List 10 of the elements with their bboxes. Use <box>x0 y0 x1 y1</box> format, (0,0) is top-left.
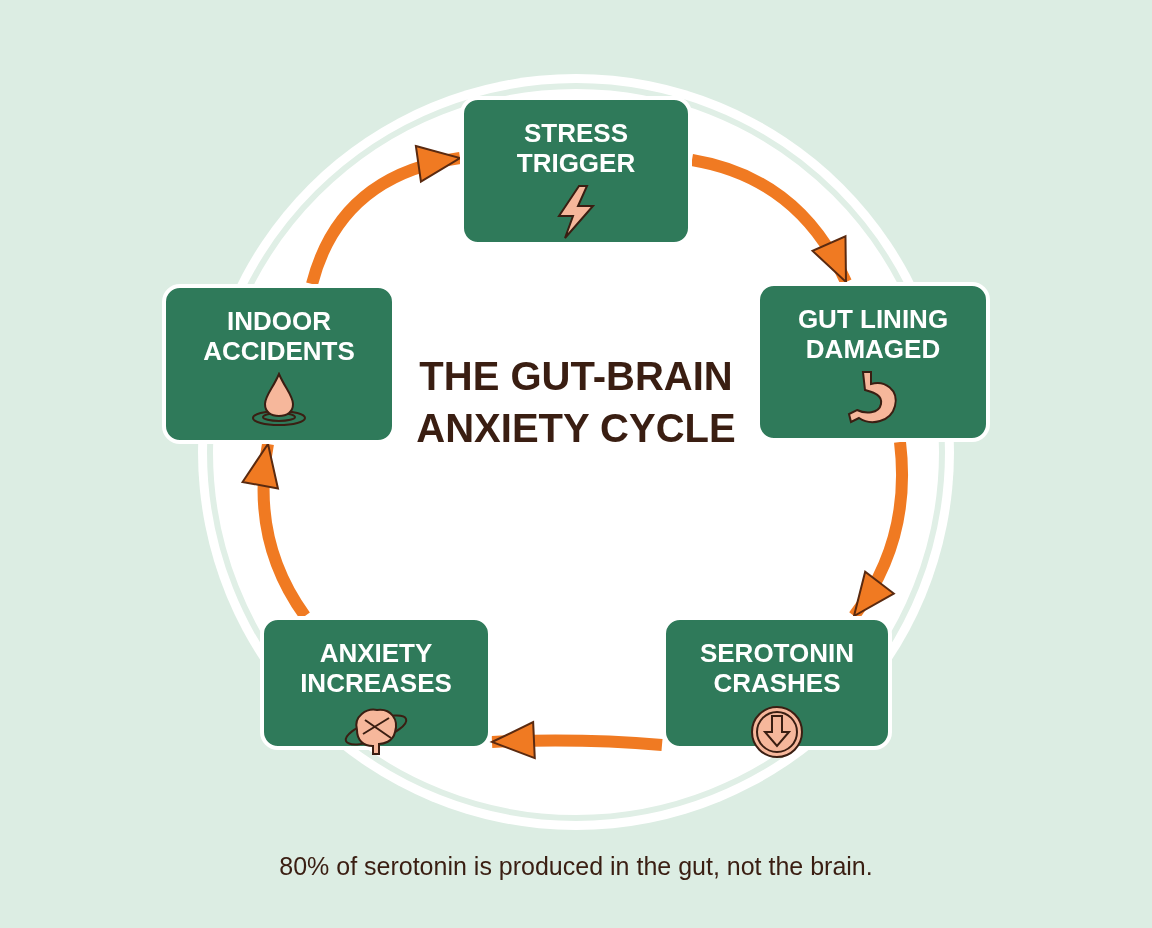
step-label: GUT LINING DAMAGED <box>796 304 950 364</box>
step-label: SEROTONIN CRASHES <box>698 638 856 698</box>
curved-arrow <box>306 146 462 286</box>
curved-arrow <box>491 721 663 760</box>
step-label: ANXIETY INCREASES <box>299 638 453 698</box>
step-label: INDOOR ACCIDENTS <box>202 306 356 366</box>
title: THE GUT-BRAIN ANXIETY CYCLE <box>415 353 737 452</box>
curved-arrow <box>690 154 852 285</box>
step-label: STRESS TRIGGER <box>515 118 637 178</box>
caption: 80% of serotonin is produced in the gut, not the brain. <box>278 852 874 881</box>
